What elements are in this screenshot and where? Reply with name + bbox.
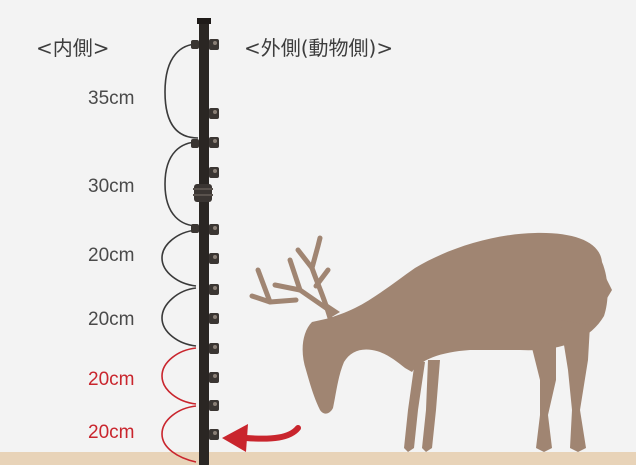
wire-insulator-icon: [209, 224, 219, 235]
wire-insulator-icon: [209, 167, 219, 178]
bracket-20cm-3: [161, 347, 197, 405]
bracket-30cm: [164, 141, 199, 227]
deer-silhouette: [249, 232, 612, 452]
outside-label: <外側(動物側)>: [244, 36, 394, 60]
bracket-20cm-2: [161, 287, 197, 347]
spacing-label-20cm-1: 20cm: [88, 245, 135, 266]
spacing-label-20cm-4: 20cm: [88, 422, 135, 443]
wire-insulators: [191, 39, 219, 440]
wire-insulator-icon: [209, 284, 219, 295]
spacing-label-30cm: 30cm: [88, 176, 135, 197]
bracket-20cm-4: [161, 405, 197, 463]
spacing-label-20cm-3: 20cm: [88, 369, 135, 390]
wire-insulator-icon: [191, 40, 199, 49]
spacing-label-35cm: 35cm: [88, 88, 135, 109]
spacing-label-20cm-2: 20cm: [88, 309, 135, 330]
ground: [0, 452, 636, 465]
wire-insulator-icon: [209, 253, 219, 264]
wire-insulator-icon: [209, 429, 219, 440]
curved-arrow-left-icon: [222, 424, 301, 452]
wire-insulator-icon: [209, 372, 219, 383]
bracket-20cm-1: [161, 229, 197, 287]
spacing-brackets: [161, 43, 199, 463]
wire-insulator-icon: [209, 343, 219, 354]
wire-insulator-icon: [209, 400, 219, 411]
wire-insulator-icon: [209, 137, 219, 148]
bracket-35cm: [164, 43, 199, 139]
fence-post: [193, 18, 213, 465]
wire-insulator-icon: [191, 224, 199, 233]
wire-insulator-icon: [209, 108, 219, 119]
wire-insulator-icon: [209, 313, 219, 324]
inside-label: <内側>: [36, 36, 110, 60]
wire-insulator-icon: [191, 139, 199, 148]
wire-insulator-icon: [209, 39, 219, 50]
